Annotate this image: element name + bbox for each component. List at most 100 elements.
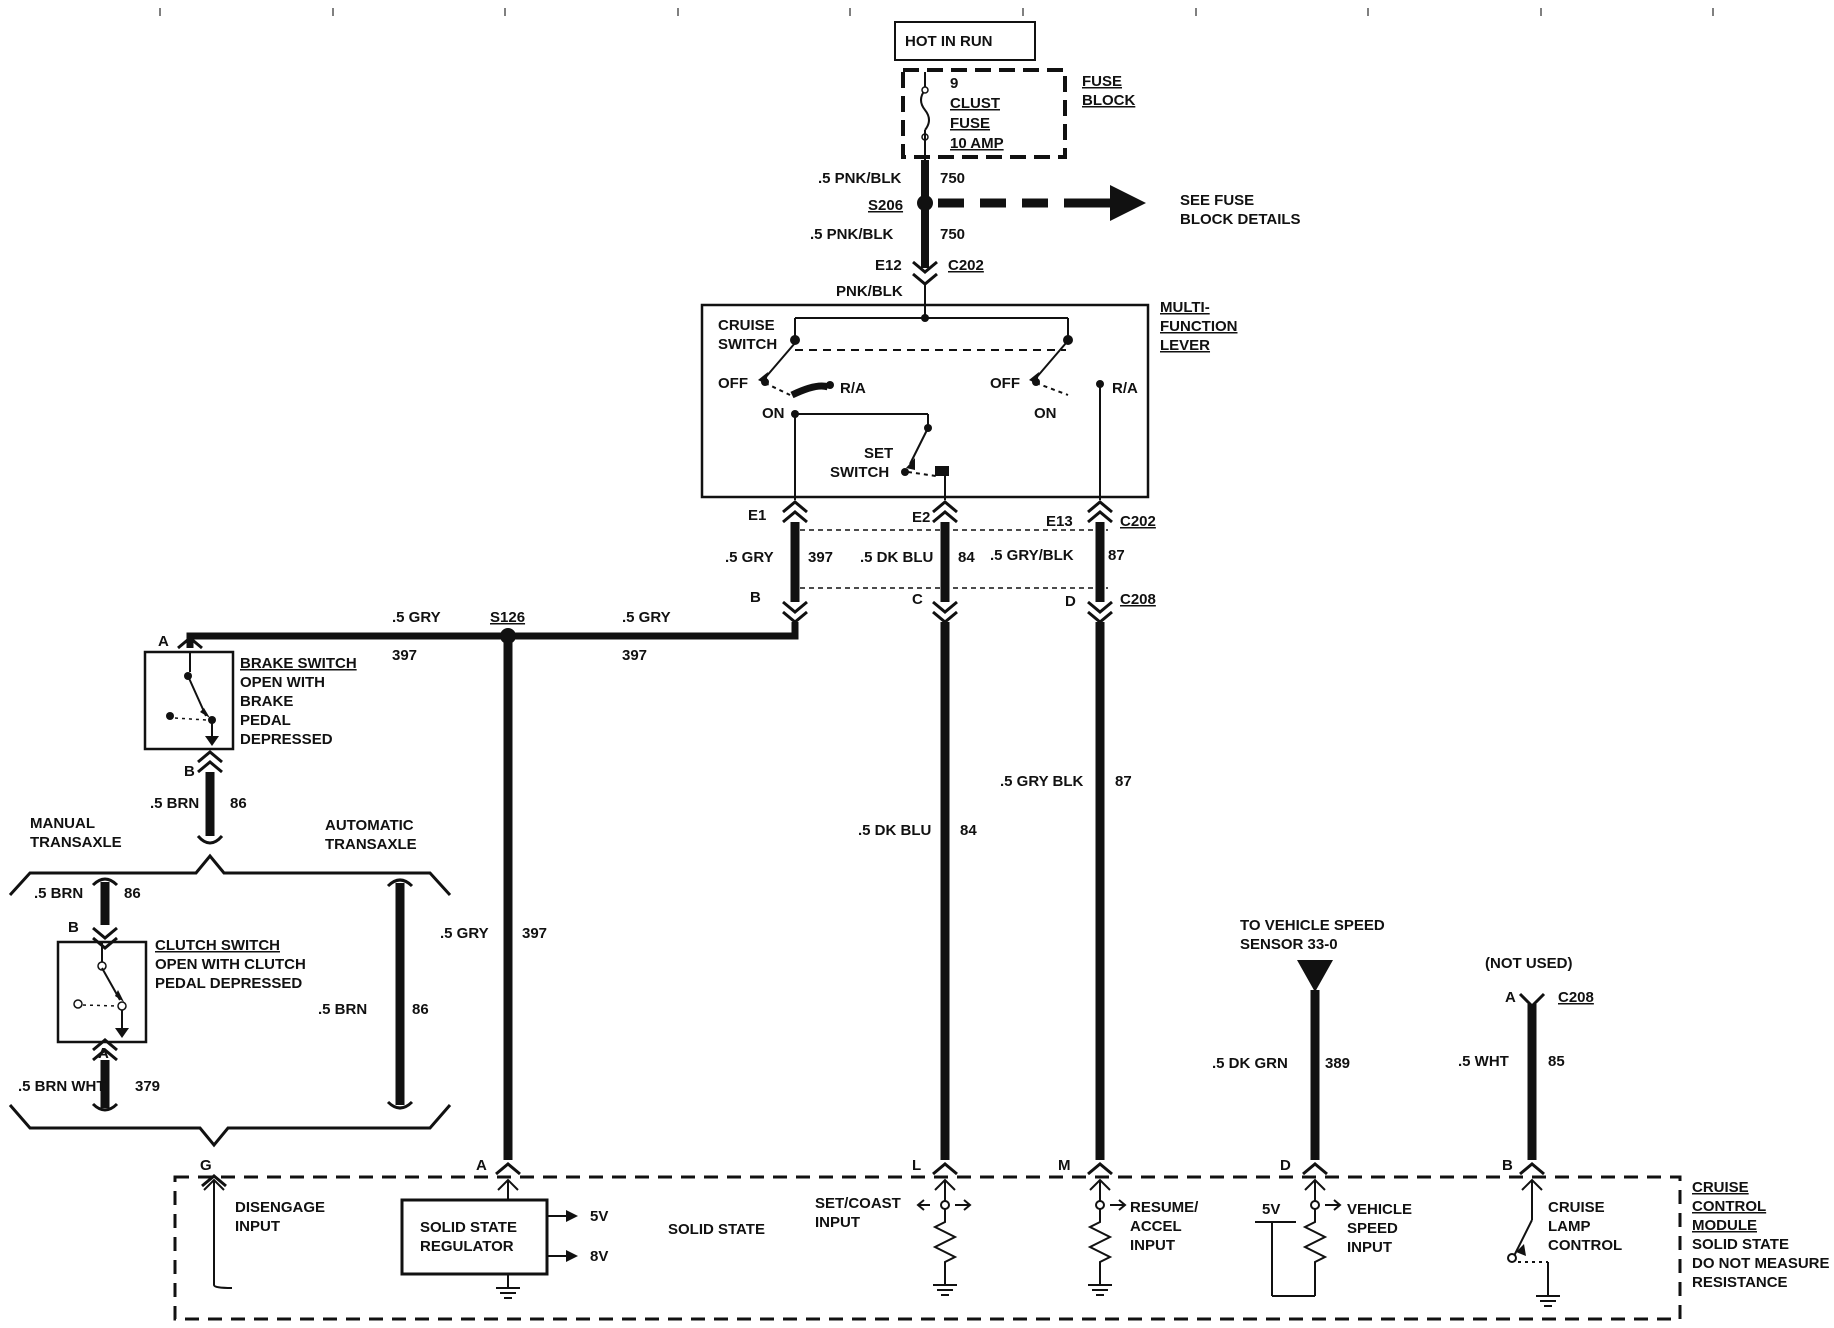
pin-c-upper: C <box>912 591 923 608</box>
speed-sensor-feed: TO VEHICLE SPEED SENSOR 33-0 .5 DK GRN 3… <box>1212 917 1385 1160</box>
wire-gry-color-upper: .5 GRY <box>725 549 774 566</box>
top-ruler-ticks <box>159 8 1714 16</box>
wire-dkblu-color-upper: .5 DK BLU <box>860 549 933 566</box>
regulator-output-5v: 5V <box>590 1208 608 1225</box>
long-gray-color: .5 GRY <box>440 925 489 942</box>
not-used-pin-a: A <box>1505 989 1516 1006</box>
fuse-rating: 10 AMP <box>950 135 1004 152</box>
connector-c208-label: C208 <box>1120 591 1156 608</box>
automatic-transaxle-1: AUTOMATIC <box>325 817 414 834</box>
wire-grayblk-circuit-upper: 87 <box>1108 547 1125 564</box>
clutch-desc-1: OPEN WITH CLUTCH <box>155 956 306 973</box>
feed-wire-top-color: .5 PNK/BLK <box>818 170 902 187</box>
regulator-label-1: SOLID STATE <box>420 1219 517 1236</box>
clutch-pin-b: B <box>68 919 79 936</box>
gray-bus-right-color: .5 GRY <box>622 609 671 626</box>
module-pin-g: G <box>200 1157 212 1174</box>
disengage-label-1: DISENGAGE <box>235 1199 325 1216</box>
not-used-wire-circuit: 85 <box>1548 1053 1565 1070</box>
clutch-switch-title: CLUTCH SWITCH <box>155 937 280 954</box>
auto-wire-color: .5 BRN <box>318 1001 367 1018</box>
lever-feed-label: PNK/BLK <box>836 283 903 300</box>
not-used-label: (NOT USED) <box>1485 955 1573 972</box>
upper-connectors: E1 E2 E13 C202 .5 GRY 397 .5 DK BLU 84 .… <box>725 500 1156 624</box>
clutch-desc-2: PEDAL DEPRESSED <box>155 975 302 992</box>
brake-switch-title: BRAKE SWITCH <box>240 655 357 672</box>
brake-desc-2: BRAKE <box>240 693 293 710</box>
set-switch-label-2: SWITCH <box>830 464 889 481</box>
manual-wire-circuit: 86 <box>124 885 141 902</box>
manual-transaxle-2: TRANSAXLE <box>30 834 122 851</box>
speed-sensor-label-1: TO VEHICLE SPEED <box>1240 917 1385 934</box>
lever-ra-left: R/A <box>840 380 866 397</box>
gray-bus-right-circuit: 397 <box>622 647 647 664</box>
fuse-block-label-2: BLOCK <box>1082 92 1135 109</box>
vss-label-2: SPEED <box>1347 1220 1398 1237</box>
hot-in-run-label: HOT IN RUN <box>905 33 993 50</box>
vss-5v-label: 5V <box>1262 1201 1280 1218</box>
splice-s126-label: S126 <box>490 609 525 626</box>
connector-c202-label: C202 <box>1120 513 1156 530</box>
module-note-3: RESISTANCE <box>1692 1274 1788 1291</box>
fuse-name-2: FUSE <box>950 115 990 132</box>
long-gray-circuit: 397 <box>522 925 547 942</box>
module-pin-a: A <box>476 1157 487 1174</box>
feed-connector-c202: C202 <box>948 257 984 274</box>
clutch-wire-circuit: 379 <box>135 1078 160 1095</box>
fuse-block: 9 CLUST FUSE 10 AMP FUSE BLOCK <box>901 68 1135 160</box>
pin-d-upper: D <box>1065 593 1076 610</box>
feed-wire-mid-color: .5 PNK/BLK <box>810 226 894 243</box>
set-coast-label-1: SET/COAST <box>815 1195 901 1212</box>
long-dkblu-circuit: 84 <box>960 822 977 839</box>
fuse-name-1: CLUST <box>950 95 1000 112</box>
lever-off-left: OFF <box>718 375 748 392</box>
manual-transaxle-1: MANUAL <box>30 815 95 832</box>
resume-label-1: RESUME/ <box>1130 1199 1199 1216</box>
lamp-label-1: CRUISE <box>1548 1199 1605 1216</box>
lever-on-right: ON <box>1034 405 1057 422</box>
arrow-right-icon <box>1110 185 1146 221</box>
module-title-2: CONTROL <box>1692 1198 1766 1215</box>
lever-on-left: ON <box>762 405 785 422</box>
pin-e1: E1 <box>748 507 766 524</box>
clutch-switch: B CLUTCH SWITCH OPEN WITH CLUTCH PEDAL D… <box>18 919 306 1112</box>
see-fuse-details-1: SEE FUSE <box>1180 192 1254 209</box>
module-title-1: CRUISE <box>1692 1179 1749 1196</box>
lever-title-1: MULTI- <box>1160 299 1210 316</box>
wire-grayblk-color-upper: .5 GRY/BLK <box>990 547 1074 564</box>
brake-desc-1: OPEN WITH <box>240 674 325 691</box>
brake-wire-color: .5 BRN <box>150 795 199 812</box>
pin-e13: E13 <box>1046 513 1073 530</box>
fuse-icon <box>920 89 930 131</box>
sensor-arrow-icon <box>1297 960 1333 992</box>
fuse-block-label-1: FUSE <box>1082 73 1122 90</box>
module-title-3: MODULE <box>1692 1217 1757 1234</box>
manual-wire-color: .5 BRN <box>34 885 83 902</box>
pin-e2: E2 <box>912 509 930 526</box>
module-pin-l: L <box>912 1157 921 1174</box>
speed-wire-color: .5 DK GRN <box>1212 1055 1288 1072</box>
lamp-label-2: LAMP <box>1548 1218 1591 1235</box>
cruise-control-module: G A L M D B DISENGAGE INPUT SOLID STATE … <box>173 1157 1830 1321</box>
module-pin-m: M <box>1058 1157 1071 1174</box>
feed-wire-mid-circuit: 750 <box>940 226 965 243</box>
see-fuse-details-2: BLOCK DETAILS <box>1180 211 1301 228</box>
long-wires: .5 GRY 397 .5 DK BLU 84 .5 GRY BLK 87 <box>440 622 1132 1160</box>
not-used-connector: C208 <box>1558 989 1594 1006</box>
gray-bus: .5 GRY 397 S126 .5 GRY 397 <box>186 609 799 664</box>
vss-label-3: INPUT <box>1347 1239 1392 1256</box>
vss-label-1: VEHICLE <box>1347 1201 1412 1218</box>
set-switch-label-1: SET <box>864 445 893 462</box>
speed-wire-circuit: 389 <box>1325 1055 1350 1072</box>
clutch-pin-a: A <box>98 1045 109 1062</box>
feed-wire-top-circuit: 750 <box>940 170 965 187</box>
long-grayblk-color: .5 GRY BLK <box>1000 773 1084 790</box>
module-pin-b: B <box>1502 1157 1513 1174</box>
brake-switch: A BRAKE SWITCH OPEN WITH BRAKE PEDAL DEP… <box>143 633 357 845</box>
lever-title-3: LEVER <box>1160 337 1210 354</box>
set-coast-label-2: INPUT <box>815 1214 860 1231</box>
splice-s206-label: S206 <box>868 197 903 214</box>
not-used-wire-color: .5 WHT <box>1458 1053 1509 1070</box>
transaxle-branch: MANUAL TRANSAXLE AUTOMATIC TRANSAXLE .5 … <box>8 815 452 1148</box>
